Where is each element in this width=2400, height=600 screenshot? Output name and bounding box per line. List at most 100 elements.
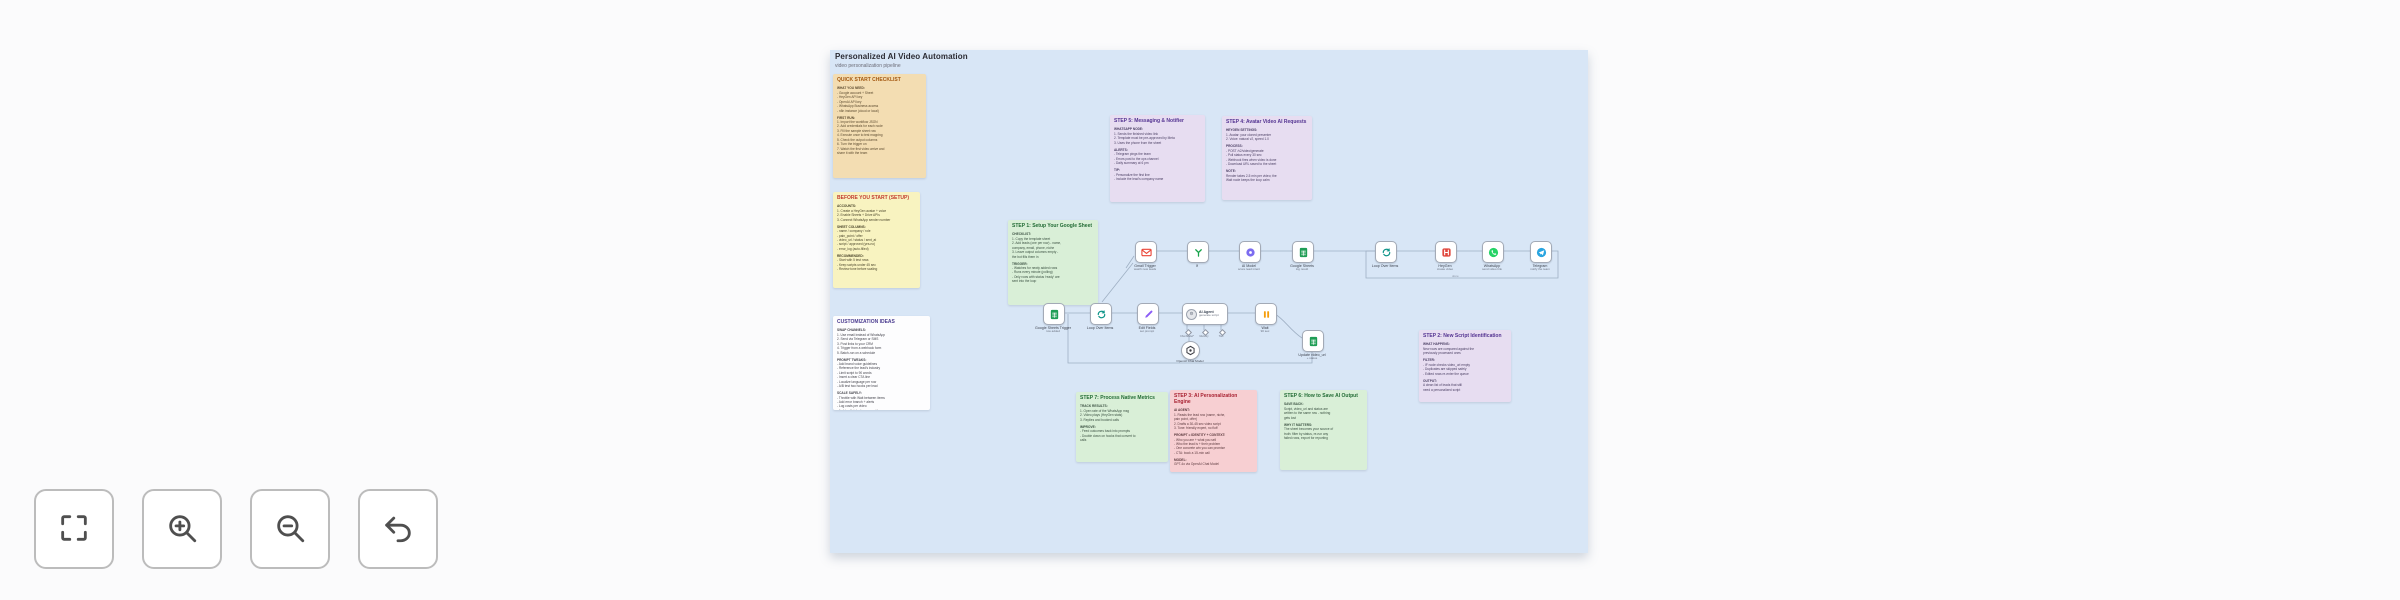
note-line: - POST /v2/video/generate [1226, 148, 1264, 153]
note-section-heading: CHECKLIST: [1012, 232, 1031, 237]
note-line: - Who you are + what you sell [1174, 437, 1217, 442]
note-line: GPT-4o via OpenAI Chat Model [1174, 462, 1219, 467]
note-line: 2. Add leads (one per row) - name, [1012, 241, 1062, 246]
note-line: - Google account + Sheet [837, 90, 874, 95]
note-title: STEP 7: Process Native Metrics [1080, 395, 1155, 401]
note-line: 3. Replies and booked calls [1080, 417, 1119, 422]
note-title: QUICK START CHECKLIST [837, 77, 901, 83]
note-line: need a personalized script [1423, 387, 1461, 392]
note-line: - Only rows with status 'ready' are [1012, 274, 1060, 279]
note-line: 2. Voice: natural v2, speed 1.0 [1226, 137, 1269, 142]
note-line: - CTA: book a 15-min call [1174, 450, 1210, 455]
flow-node-if-filter[interactable] [1187, 241, 1209, 263]
flow-node-wait[interactable] [1255, 303, 1277, 325]
flow-node-loop-items-2[interactable] [1375, 241, 1397, 263]
note-line: - Start with 5 test rows [837, 258, 869, 263]
zoom-in-icon [165, 511, 199, 548]
note-line: 1. Use email instead of WhatsApp [837, 332, 886, 337]
flow-node-edit-fields[interactable] [1137, 303, 1159, 325]
zoom-in-button[interactable] [142, 489, 222, 569]
sheets-icon [1298, 247, 1309, 258]
note-line: 2. Template must be pre-approved by Meta [1114, 136, 1175, 141]
sticky-note-before-start[interactable]: BEFORE YOU START (SETUP)ACCOUNTS:1. Crea… [833, 192, 920, 288]
note-line: 1. Avatar: your cloned presenter [1226, 132, 1272, 137]
sheets-icon [1308, 336, 1319, 347]
flow-node-gmail-trigger[interactable] [1135, 241, 1157, 263]
note-line: - WhatsApp Business access [837, 104, 879, 109]
flow-node-loop-items[interactable] [1090, 303, 1112, 325]
fit-view-button[interactable] [34, 489, 114, 569]
undo-button[interactable] [358, 489, 438, 569]
note-title: CUSTOMIZATION IDEAS [837, 319, 895, 325]
note-section-heading: FIRST RUN: [837, 115, 856, 120]
note-line: 2. Enable Sheets + Drive APIs [837, 213, 880, 218]
openai-icon [1185, 345, 1196, 356]
note-line: - Localize language per row [837, 379, 877, 384]
note-title: STEP 4: Avatar Video AI Requests [1226, 119, 1307, 125]
note-line: 3. Fill the sample sheet row [837, 128, 876, 133]
note-line: 1. Open rate of the WhatsApp msg [1080, 408, 1130, 413]
flow-node-sheets-log[interactable] [1292, 241, 1314, 263]
note-section-heading: SHEET COLUMNS: [837, 224, 866, 229]
note-section-heading: AI AGENT: [1174, 408, 1190, 413]
heygen-icon [1441, 247, 1452, 258]
note-line: 3. Uses the phone from the sheet [1114, 140, 1162, 145]
note-line: - pain_point / offer [837, 233, 863, 238]
note-title: STEP 6: How to Save AI Output [1284, 393, 1358, 399]
note-section-heading: PROCESS: [1226, 144, 1243, 149]
note-line: - error_log (auto-filled) [837, 246, 869, 251]
board-title: Personalized AI Video Automation [835, 52, 968, 61]
whiteboard-canvas[interactable]: Personalized AI Video Automation video p… [830, 50, 1588, 553]
note-line: company, email, phone, niche [1012, 245, 1055, 250]
note-section-heading: WHY IT MATTERS: [1284, 422, 1313, 427]
note-section-heading: WHATSAPP NODE: [1114, 127, 1144, 132]
flow-node-heygen[interactable] [1435, 241, 1457, 263]
flow-edges [1063, 250, 1559, 364]
note-line: 7. Watch the first video arrive and [837, 146, 885, 151]
note-line: - Reference the lead's industry [837, 366, 881, 371]
note-section-heading: SAVE BACK: [1284, 402, 1304, 407]
whatsapp-icon [1488, 247, 1499, 258]
note-section-heading: RECOMMENDED: [837, 253, 864, 258]
note-line: 4. Execute once to test mapping [837, 133, 883, 138]
flow-node-telegram[interactable] [1530, 241, 1552, 263]
flow-node-whatsapp[interactable] [1482, 241, 1504, 263]
flow-node-openai-model[interactable] [1181, 341, 1200, 360]
ai-icon [1245, 247, 1256, 258]
note-line: - Limit script to 90 words [837, 370, 872, 375]
flow-node-sheets-trigger[interactable] [1043, 303, 1065, 325]
note-line: - Feed outcomes back into prompts [1080, 429, 1130, 434]
note-line: - Duplicates are skipped safely [1423, 367, 1467, 372]
note-line: 1. Reads the lead row (name, niche, [1174, 412, 1226, 417]
node-label: Loop Over Items [1086, 326, 1114, 330]
note-section-heading: PROMPT = IDENTITY + CONTEXT: [1174, 433, 1226, 438]
note-line: - Insert a clear CTA line [837, 375, 871, 380]
note-line: - name / company / role [837, 229, 871, 234]
zoom-out-button[interactable] [250, 489, 330, 569]
flow-node-ai-model[interactable] [1239, 241, 1261, 263]
note-section-heading: SWAP CHANNELS: [837, 328, 866, 333]
note-line: - Add error branch + alerts [837, 400, 875, 404]
sticky-note-customization[interactable]: CUSTOMIZATION IDEAS SWAP CHANNELS:1. Use … [833, 316, 930, 410]
agent-icon: ⚙ [1186, 308, 1197, 320]
note-line: - HeyGen API key [837, 95, 863, 100]
note-line: 1. Import the workflow JSON [837, 120, 878, 125]
flow-node-sheets-update[interactable] [1302, 330, 1324, 352]
note-line: 3. Leave output columns empty - [1012, 250, 1059, 255]
